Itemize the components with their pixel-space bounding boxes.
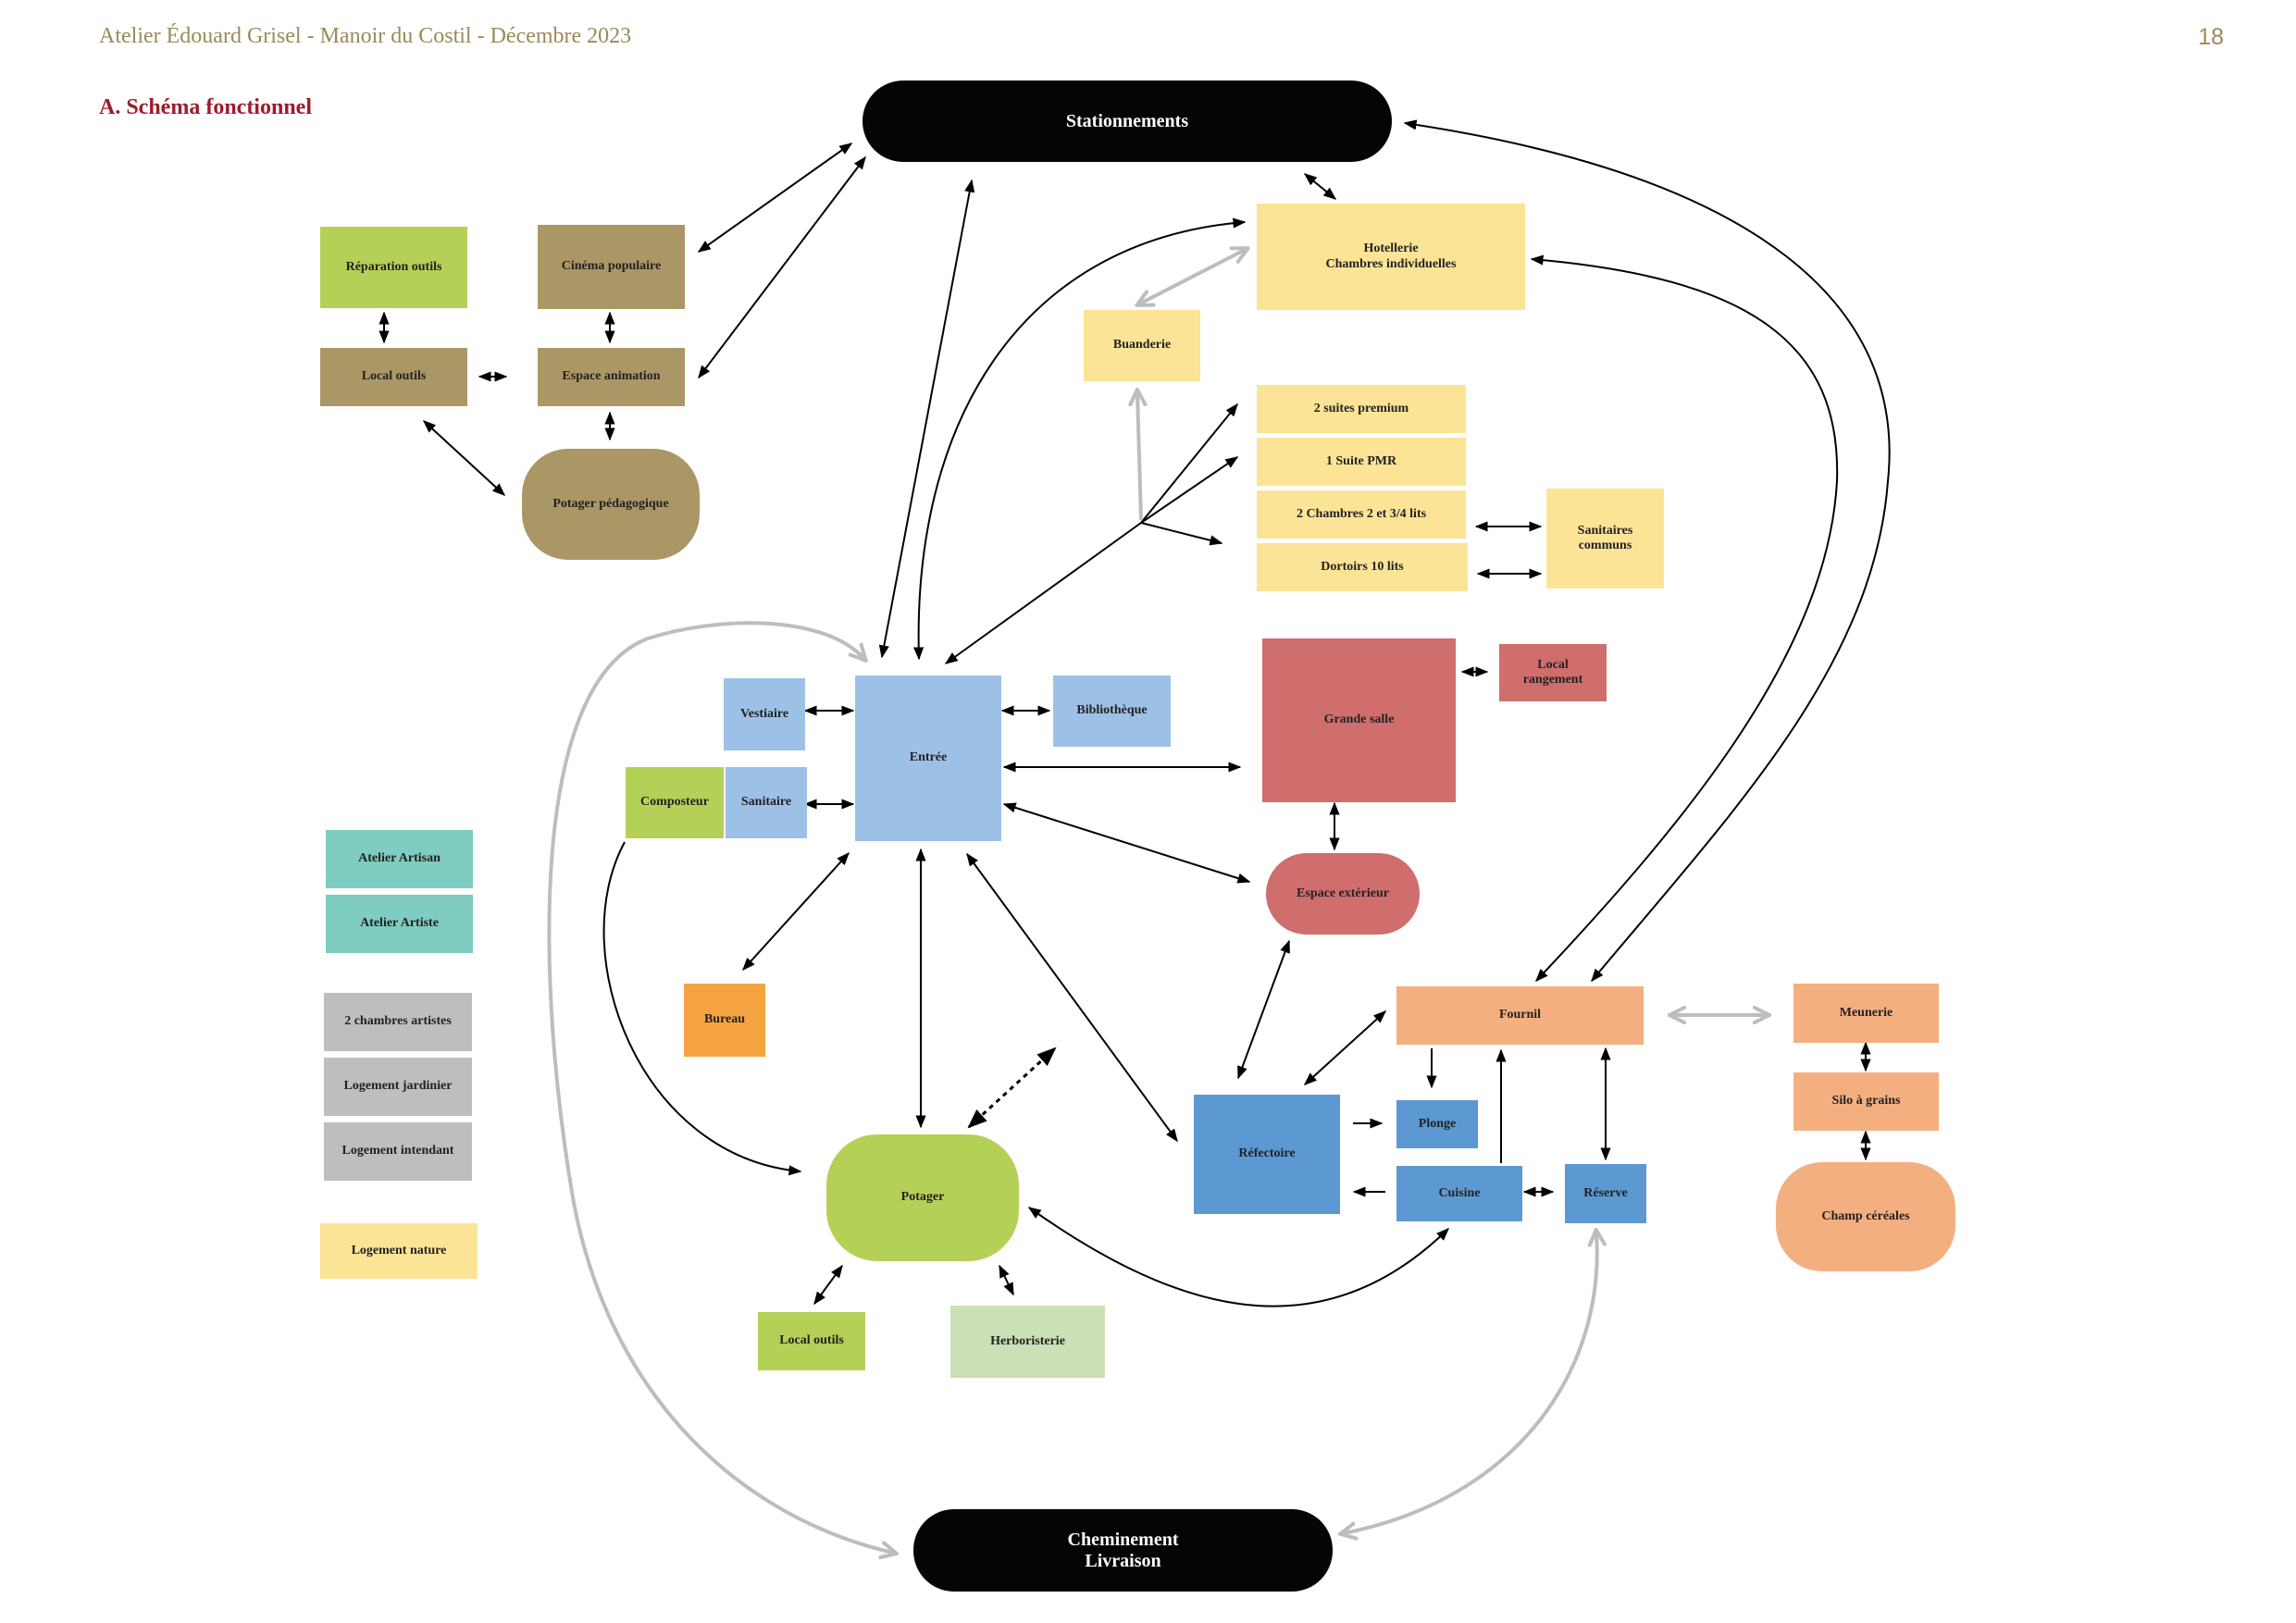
link-entree-refectoire bbox=[966, 852, 1178, 1143]
node-stationnements: Stationnements bbox=[863, 81, 1392, 162]
link-entree-hotellerie bbox=[913, 217, 1247, 661]
node-atelier-artisan: Atelier Artisan bbox=[326, 830, 473, 888]
node-sanitaires-communs: Sanitaires communs bbox=[1546, 489, 1664, 588]
node-local-outils-haut: Local outils bbox=[320, 348, 467, 406]
node-bibliotheque: Bibliothèque bbox=[1053, 675, 1171, 747]
node-logement-nature: Logement nature bbox=[320, 1223, 478, 1279]
link-hotellerie-fournil bbox=[1530, 254, 1839, 983]
link-potager-cuisine bbox=[1027, 1207, 1450, 1307]
node-champ-cereales: Champ céréales bbox=[1776, 1162, 1955, 1271]
node-composteur: Composteur bbox=[626, 767, 724, 838]
link-composteur-potager bbox=[602, 841, 802, 1176]
node-reparation-outils: Réparation outils bbox=[320, 227, 467, 308]
link-stationnements-fournil bbox=[1403, 119, 1891, 983]
link-animation-stationnements bbox=[698, 155, 866, 379]
link-potager-dotted bbox=[967, 1047, 1057, 1129]
link-fan-suites bbox=[1140, 403, 1238, 524]
node-espace-exterieur: Espace extérieur bbox=[1266, 853, 1420, 935]
node-chambres-2-3-4: 2 Chambres 2 et 3/4 lits bbox=[1257, 490, 1466, 539]
node-dortoirs: Dortoirs 10 lits bbox=[1257, 543, 1468, 591]
link-potager-herboristerie bbox=[999, 1264, 1014, 1296]
link-entree-cheminement bbox=[547, 621, 893, 1553]
node-plonge: Plonge bbox=[1396, 1100, 1478, 1148]
node-meunerie: Meunerie bbox=[1793, 984, 1939, 1043]
node-vestiaire: Vestiaire bbox=[724, 678, 805, 750]
node-bureau: Bureau bbox=[684, 984, 765, 1057]
node-atelier-artiste: Atelier Artiste bbox=[326, 895, 473, 953]
node-grande-salle: Grande salle bbox=[1262, 638, 1456, 802]
link-entree-stationnements bbox=[878, 179, 975, 659]
link-fan-pmr bbox=[1140, 456, 1239, 524]
node-herboristerie: Herboristerie bbox=[950, 1306, 1105, 1378]
link-local-potager-ped bbox=[422, 420, 506, 496]
node-espace-animation: Espace animation bbox=[538, 348, 685, 406]
link-potager-local bbox=[813, 1264, 843, 1306]
page-number: 18 bbox=[2198, 24, 2224, 50]
node-fournil: Fournil bbox=[1396, 986, 1644, 1045]
link-fan-dortoirs bbox=[1140, 522, 1223, 546]
node-potager-pedagogique: Potager pédagogique bbox=[522, 449, 700, 560]
node-local-rangement: Local rangement bbox=[1499, 644, 1607, 701]
link-cinema-stationnements bbox=[697, 142, 853, 253]
header-title: Atelier Édouard Grisel - Manoir du Costi… bbox=[99, 24, 632, 48]
node-buanderie: Buanderie bbox=[1084, 310, 1200, 381]
link-entree-bureau bbox=[742, 851, 850, 972]
node-silo: Silo à grains bbox=[1793, 1072, 1939, 1131]
node-suites-premium: 2 suites premium bbox=[1257, 385, 1466, 433]
node-local-outils-bas: Local outils bbox=[758, 1312, 865, 1370]
node-cuisine: Cuisine bbox=[1396, 1166, 1522, 1221]
node-logement-jardinier: Logement jardinier bbox=[324, 1058, 472, 1116]
link-buanderie-hotellerie bbox=[1140, 250, 1245, 304]
node-suite-pmr: 1 Suite PMR bbox=[1257, 438, 1466, 486]
node-potager: Potager bbox=[826, 1134, 1019, 1261]
link-entree-fan bbox=[944, 522, 1142, 664]
link-fan-buanderie bbox=[1137, 393, 1141, 521]
link-stationnements-hotellerie bbox=[1303, 173, 1337, 200]
link-reserve-cheminement bbox=[1344, 1233, 1597, 1533]
link-espace-ext-refectoire bbox=[1237, 939, 1290, 1080]
node-reserve: Réserve bbox=[1565, 1164, 1646, 1223]
node-cinema-populaire: Cinéma populaire bbox=[538, 225, 685, 309]
node-entree: Entrée bbox=[855, 675, 1001, 841]
section-title: A. Schéma fonctionnel bbox=[99, 95, 312, 119]
node-sanitaire: Sanitaire bbox=[726, 767, 807, 838]
node-chambres-artistes: 2 chambres artistes bbox=[324, 993, 472, 1051]
link-refectoire-fournil bbox=[1303, 1010, 1387, 1085]
node-logement-intendant: Logement intendant bbox=[324, 1122, 472, 1181]
node-refectoire: Réfectoire bbox=[1194, 1095, 1340, 1214]
node-hotellerie: Hotellerie Chambres individuelles bbox=[1257, 204, 1525, 310]
link-entree-espace-ext bbox=[1002, 802, 1251, 884]
node-cheminement: Cheminement Livraison bbox=[913, 1509, 1333, 1592]
